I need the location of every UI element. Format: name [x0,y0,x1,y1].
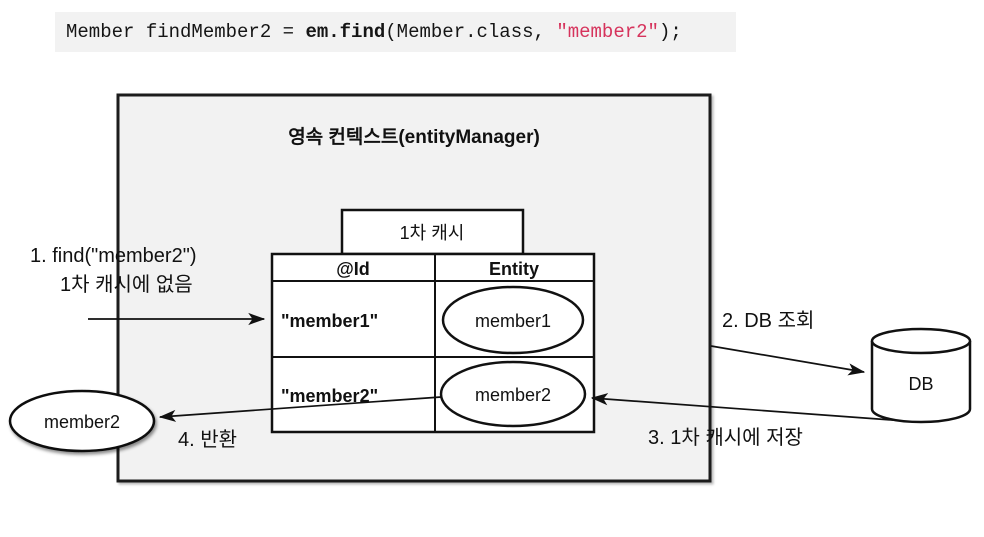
row1-id-cell: "member1" [281,311,378,331]
member2-entity-ellipse [439,360,587,428]
step1-cache-miss-label: 1차 캐시에 없음 [60,273,193,296]
database-label: DB [908,374,933,394]
step3-store-cache-label: 3. 1차 캐시에 저장 [648,426,803,449]
step4-return-arrow [158,396,442,422]
persistence-context-title: 영속 컨텍스트(entityManager) [288,126,540,148]
member2-entity-label: member2 [475,385,551,405]
returned-member2-label: member2 [44,412,120,432]
column-header-id: @Id [336,259,370,279]
member1-entity-ellipse [441,285,585,355]
code-plain-3: ); [658,21,682,43]
step2-db-lookup-label: 2. DB 조회 [722,309,814,332]
step2-db-lookup-arrow [710,345,866,376]
member1-entity-label: member1 [475,311,551,331]
code-snippet: Member findMember2 = em.find(Member.clas… [55,12,736,52]
row2-id-cell: "member2" [281,386,378,406]
database-cylinder-top [870,327,972,355]
code-string-member2: "member2" [556,21,659,43]
cache-table: @Id Entity "member1" "member2" member1 m… [270,252,596,434]
column-header-entity: Entity [489,259,539,279]
returned-member2-ellipse [8,389,156,453]
database-cylinder: DB [870,327,972,424]
step4-return-label: 4. 반환 [178,428,237,451]
code-method-em-find: em.find [305,21,386,43]
code-plain-1: Member findMember2 = [66,21,306,43]
first-level-cache-label: 1차 캐시 [400,223,465,243]
step1-find-label: 1. find("member2") [30,245,196,267]
database-cylinder-body [870,341,972,424]
step3-store-cache-arrow [590,393,906,422]
code-plain-2: (Member.class, [385,21,557,43]
